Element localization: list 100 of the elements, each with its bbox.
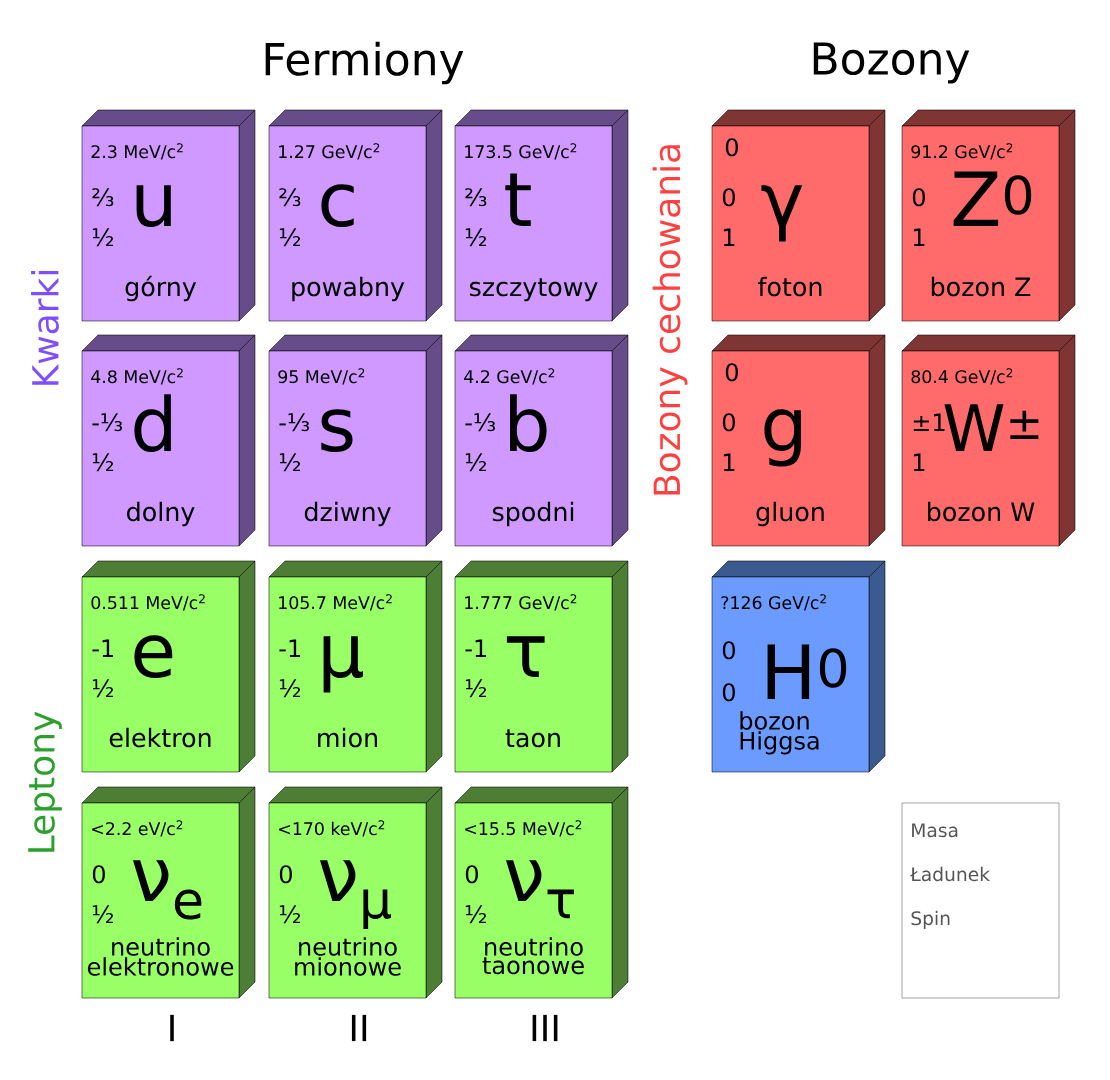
spin-label: 1	[913, 453, 925, 471]
spin-label: ½	[279, 905, 300, 924]
particle-card	[268, 560, 443, 773]
charge-label: 0	[465, 865, 478, 884]
charge-label: 0	[912, 188, 925, 207]
particle-symbol: ν$_{e}$	[132, 860, 202, 920]
particle-card	[81, 786, 256, 999]
particle-symbol: s	[321, 409, 353, 453]
mass-label: 173.5 GeV/c$^{2}$	[465, 143, 577, 160]
charge-label: 0	[279, 865, 292, 884]
particle-symbol: γ	[761, 185, 803, 242]
mass-label: ?126 GeV/c$^{2}$	[721, 594, 826, 611]
particle-name: bozon W	[928, 501, 1035, 522]
mass-label: <2.2 eV/c$^{2}$	[92, 820, 183, 837]
mass-label: 4.8 MeV/c$^{2}$	[91, 368, 183, 385]
charge-label: 0	[722, 188, 735, 207]
spin-label: ½	[279, 453, 300, 472]
charge-label: -1	[465, 639, 486, 657]
spin-label: ½	[465, 228, 486, 247]
particle-symbol: H$^{0}$	[767, 644, 847, 699]
spin-label: ½	[465, 679, 486, 698]
particle-symbol: Z$^{0}$	[953, 171, 1032, 226]
mass-label: 91.2 GeV/c$^{2}$	[911, 143, 1013, 160]
charge-label: ⅔	[465, 188, 487, 207]
mass-label: 80.4 GeV/c$^{2}$	[911, 368, 1013, 385]
particle-symbol: t	[505, 173, 531, 226]
mass-label: 2.3 MeV/c$^{2}$	[91, 143, 183, 160]
charge-label: -⅓	[465, 413, 495, 432]
particle-name: spodni	[492, 501, 574, 527]
particle-symbol: d	[134, 394, 171, 453]
particle-card	[901, 109, 1076, 322]
particle-name: gluon	[756, 501, 824, 527]
particle-name: elektron	[109, 727, 211, 748]
generation-label: II	[351, 1014, 367, 1042]
particle-card	[268, 109, 443, 322]
mass-label: 0	[725, 138, 738, 157]
charge-label: ⅔	[279, 188, 301, 207]
particle-name: neutrino elektronowe	[87, 937, 234, 976]
spin-label: ½	[92, 905, 113, 924]
mass-label: 0	[725, 363, 738, 382]
spin-label: ½	[465, 905, 486, 924]
generation-label: III	[532, 1014, 558, 1042]
charge-label: 0	[92, 865, 105, 884]
spin-label: ½	[279, 679, 300, 698]
mass-label: 105.7 MeV/c$^{2}$	[279, 594, 392, 611]
particle-card	[454, 786, 629, 999]
spin-label: ½	[465, 453, 486, 472]
charge-label: -1	[279, 639, 300, 657]
charge-label: 0	[722, 413, 735, 432]
particle-symbol: μ	[323, 636, 363, 693]
particle-card	[81, 109, 256, 322]
particle-name: neutrino taonowe	[482, 937, 584, 975]
spin-label: 1	[913, 228, 925, 246]
spin-label: ½	[92, 679, 113, 698]
row-label: Leptony	[28, 711, 62, 852]
particle-name: foton	[758, 276, 822, 297]
particle-card	[454, 109, 629, 322]
particle-card	[901, 334, 1076, 547]
spin-label: ½	[92, 453, 113, 472]
particle-symbol: u	[136, 184, 171, 228]
mass-label: 1.27 GeV/c$^{2}$	[279, 143, 380, 160]
charge-label: ±1	[913, 413, 945, 431]
spin-label: ½	[279, 228, 300, 247]
group-heading: Fermiony	[265, 41, 464, 85]
particle-symbol: e	[134, 635, 173, 679]
charge-label: 0	[722, 641, 735, 660]
particle-symbol: g	[764, 409, 801, 467]
particle-symbol: c	[321, 184, 354, 228]
spin-label: 1	[723, 228, 735, 246]
row-label: Bozony cechowania	[652, 145, 688, 495]
particle-name: neutrino mionowe	[295, 937, 401, 976]
particle-card	[454, 334, 629, 547]
row-label: Kwarki	[31, 271, 59, 385]
particle-name: taon	[505, 729, 560, 748]
particle-card	[81, 560, 256, 773]
particle-name: dziwny	[304, 501, 391, 527]
particle-name: górny	[125, 275, 197, 302]
mass-label: <15.5 MeV/c$^{2}$	[465, 820, 582, 837]
charge-label: -⅓	[279, 413, 309, 432]
mass-label: 95 MeV/c$^{2}$	[278, 368, 365, 385]
particle-card	[268, 786, 443, 999]
generation-label: I	[170, 1014, 174, 1042]
charge-label: -1	[92, 639, 113, 657]
particle-symbol: ν$_{τ}$	[505, 860, 574, 919]
mass-label: 0.511 MeV/c$^{2}$	[91, 594, 205, 611]
particle-card	[711, 334, 886, 547]
particle-card	[454, 560, 629, 773]
mass-label: <170 keV/c$^{2}$	[279, 820, 385, 837]
charge-label: ⅔	[92, 188, 114, 207]
particle-name: bozon Z	[931, 276, 1031, 297]
particle-card	[81, 334, 256, 547]
particle-card	[711, 560, 886, 773]
particle-name: bozon Higgsa	[740, 711, 819, 755]
particle-symbol: b	[510, 394, 547, 453]
spin-label: 0	[722, 683, 735, 702]
particle-card	[268, 334, 443, 547]
spin-label: 1	[723, 453, 735, 471]
particle-name: mion	[318, 727, 377, 748]
mass-label: 1.777 GeV/c$^{2}$	[465, 594, 577, 611]
particle-name: szczytowy	[469, 278, 598, 302]
